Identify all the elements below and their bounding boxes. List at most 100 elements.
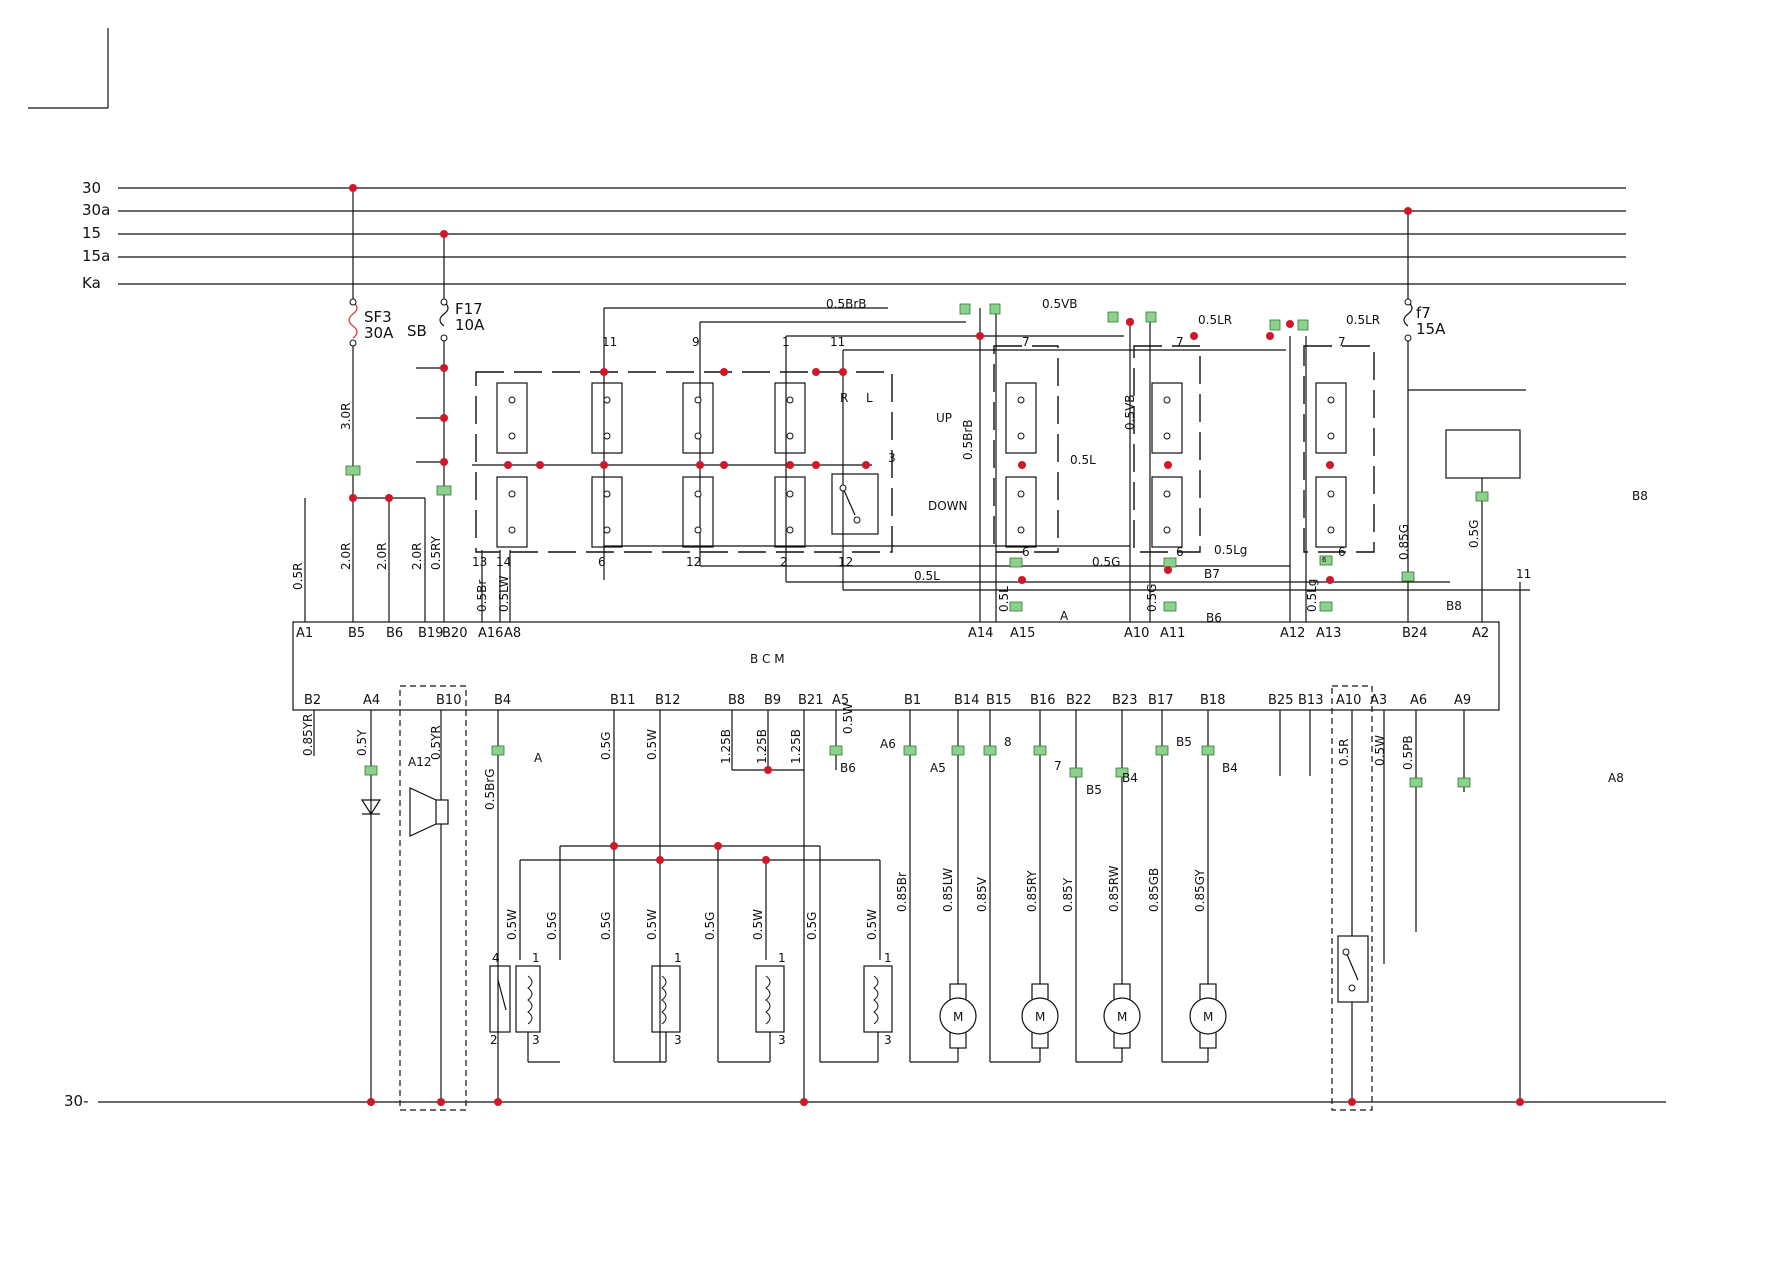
wire-label-2-0r-a: 2.0R: [339, 543, 353, 570]
bcm-pin-a3: A3: [1370, 693, 1387, 708]
wire-label-0-5g-a: 0.5G: [1092, 555, 1120, 569]
motor-front-right[interactable]: M: [990, 983, 1059, 1063]
wire-label-0-5br: 0.5Br: [475, 580, 489, 612]
wire-label-0-5g-b11: 0.5G: [599, 732, 613, 760]
pin-3: 3: [888, 451, 896, 465]
wire-label-relay4-0-5w: 0.5W: [865, 909, 879, 940]
switch-3[interactable]: [682, 382, 714, 548]
bcm-pin-a5: A5: [832, 693, 849, 708]
wire-label-relay4-0-5g: 0.5G: [805, 912, 819, 940]
lock-switch[interactable]: [831, 473, 879, 535]
corner-mark: [28, 28, 109, 109]
relay-1-pin-3: 3: [532, 1033, 540, 1047]
pin-7-a: 7: [1022, 335, 1030, 349]
wire-label-0-5lw: 0.5LW: [497, 575, 511, 612]
fuse-f7-name: f7: [1416, 304, 1431, 322]
wire-label-relay3-0-5g: 0.5G: [703, 912, 717, 940]
ground-label: 30-: [64, 1092, 89, 1110]
wire-label-1-25b-a: 1.25B: [719, 729, 733, 764]
bcm-pin-a10: A10: [1336, 693, 1361, 708]
wire-label-0-5y: 0.5Y: [355, 729, 369, 756]
bcm-pin-b18: B18: [1200, 693, 1225, 708]
bcm-top-pins: A1 B5 B6 B19 B20 A16 A8 A14 A15 A10 A11 …: [296, 626, 1489, 641]
label-b8-bcm: B8: [1446, 599, 1462, 613]
bcm-pin-b9: B9: [764, 693, 781, 708]
bcm-pin-a1: A1: [296, 626, 313, 641]
switch-1[interactable]: [496, 382, 528, 548]
bcm-pin-b14: B14: [954, 693, 979, 708]
wire-label-0-5ry: 0.5RY: [429, 535, 443, 570]
wire-label-0-5l-a: 0.5L: [1070, 453, 1096, 467]
label-interior-rear: 6: [1322, 556, 1327, 564]
pin-11-b: 11: [830, 335, 845, 349]
motor-rear-right[interactable]: M: [1162, 983, 1227, 1063]
wire-label-relay2-0-5g: 0.5G: [599, 912, 613, 940]
motor-front-right-label: M: [1035, 1010, 1045, 1024]
window-switch-front-passenger[interactable]: 7 6: [993, 335, 1059, 559]
motor-front-left[interactable]: M: [910, 983, 977, 1063]
wire-label-0-85gb: 0.85GB: [1147, 868, 1161, 912]
door-switch[interactable]: 0.5R 0.5W: [1331, 685, 1387, 1111]
fuse-sf3: SF3 30A: [348, 188, 394, 622]
switch-4[interactable]: [774, 382, 806, 548]
bcm-pin-b21: B21: [798, 693, 823, 708]
bcm-pin-b8: B8: [728, 693, 745, 708]
pin-7-c: 7: [1338, 335, 1346, 349]
bcm-pin-b19: B19: [418, 626, 443, 641]
relay-2-pin-3: 3: [674, 1033, 682, 1047]
wire-label-0-5lg-a: 0.5Lg: [1214, 543, 1247, 557]
bcm-pin-b2: B2: [304, 693, 321, 708]
label-up: UP: [936, 411, 952, 425]
motor-rear-left[interactable]: M: [1076, 983, 1141, 1063]
rail-label-ka: Ka: [82, 274, 101, 292]
relay-4-pin-3: 3: [884, 1033, 892, 1047]
label-8: 8: [1004, 735, 1012, 749]
bcm-module: B C M A1 B5 B6 B19 B20 A16 A8 A14 A15 A1…: [292, 621, 1500, 711]
wire-label-0-85ry: 0.85RY: [1025, 870, 1039, 912]
pin-2: 2: [780, 555, 788, 569]
fuse-f17-tag: SB: [407, 322, 427, 340]
wire-label-0-85br: 0.85Br: [895, 872, 909, 912]
label-b7: B7: [1204, 567, 1220, 581]
wire-label-0-5w-door: 0.5W: [1373, 735, 1387, 766]
switch-2[interactable]: [591, 382, 623, 548]
fuse-sf3-rating: 30A: [364, 324, 394, 342]
pin-6: 6: [598, 555, 606, 569]
bcm-pin-b23: B23: [1112, 693, 1137, 708]
wire-label-0-5r-door: 0.5R: [1337, 739, 1351, 766]
wire-label-0-85rw: 0.85RW: [1107, 865, 1121, 912]
relay-4: 1 3 0.5G 0.5W: [805, 846, 893, 1063]
label-a6: A6: [880, 737, 896, 751]
bcm-pin-a11: A11: [1160, 626, 1185, 641]
label-a: A: [1060, 609, 1069, 623]
window-switch-rear-left[interactable]: 7 6: [1133, 335, 1201, 559]
pin-6-a: 6: [1022, 545, 1030, 559]
left-supply-wires: 3.0R 0.5R 2.0R 2.0R 2.0R 0.5RY 0.5Br 0.5…: [291, 403, 511, 622]
wire-label-top-0-5brb: 0.5BrB: [826, 297, 866, 311]
label-11: 11: [1516, 567, 1531, 581]
motor-front-left-label: M: [953, 1010, 963, 1024]
bcm-pin-a4: A4: [363, 693, 380, 708]
fuse-sf3-name: SF3: [364, 308, 392, 326]
label-b5-a: B5: [1086, 783, 1102, 797]
rail-label-15: 15: [82, 224, 101, 242]
pin-11-a: 11: [602, 335, 617, 349]
bcm-pin-b1: B1: [904, 693, 921, 708]
label-b4-b: B4: [1222, 761, 1238, 775]
fuse-f17-rating: 10A: [455, 316, 485, 334]
label-b6: B6: [1206, 611, 1222, 625]
bcm-pin-a13: A13: [1316, 626, 1341, 641]
window-switch-rear-right[interactable]: 7 6: [1303, 335, 1375, 559]
wire-label-0-5lg-b: 0.5Lg: [1305, 579, 1319, 612]
wire-label-0-5vb-v: 0.5VB: [1123, 394, 1137, 430]
bcm-pin-b24: B24: [1402, 626, 1427, 641]
window-motors: A6 A5 8 7 B5 B4 B5 B4 0.85Br 0.85LW 0.85…: [880, 710, 1238, 1063]
bcm-bottom-pins: B2 A4 B10 B4 B11 B12 B8 B9 B21 A5 B1 B14…: [304, 693, 1471, 708]
bcm-pin-b5: B5: [348, 626, 365, 641]
bcm-pin-b6: B6: [386, 626, 403, 641]
bcm-pin-a9: A9: [1454, 693, 1471, 708]
junction-dots: [349, 184, 1524, 1106]
wire-label-2-0r-c: 2.0R: [410, 543, 424, 570]
bcm-pin-b22: B22: [1066, 693, 1091, 708]
